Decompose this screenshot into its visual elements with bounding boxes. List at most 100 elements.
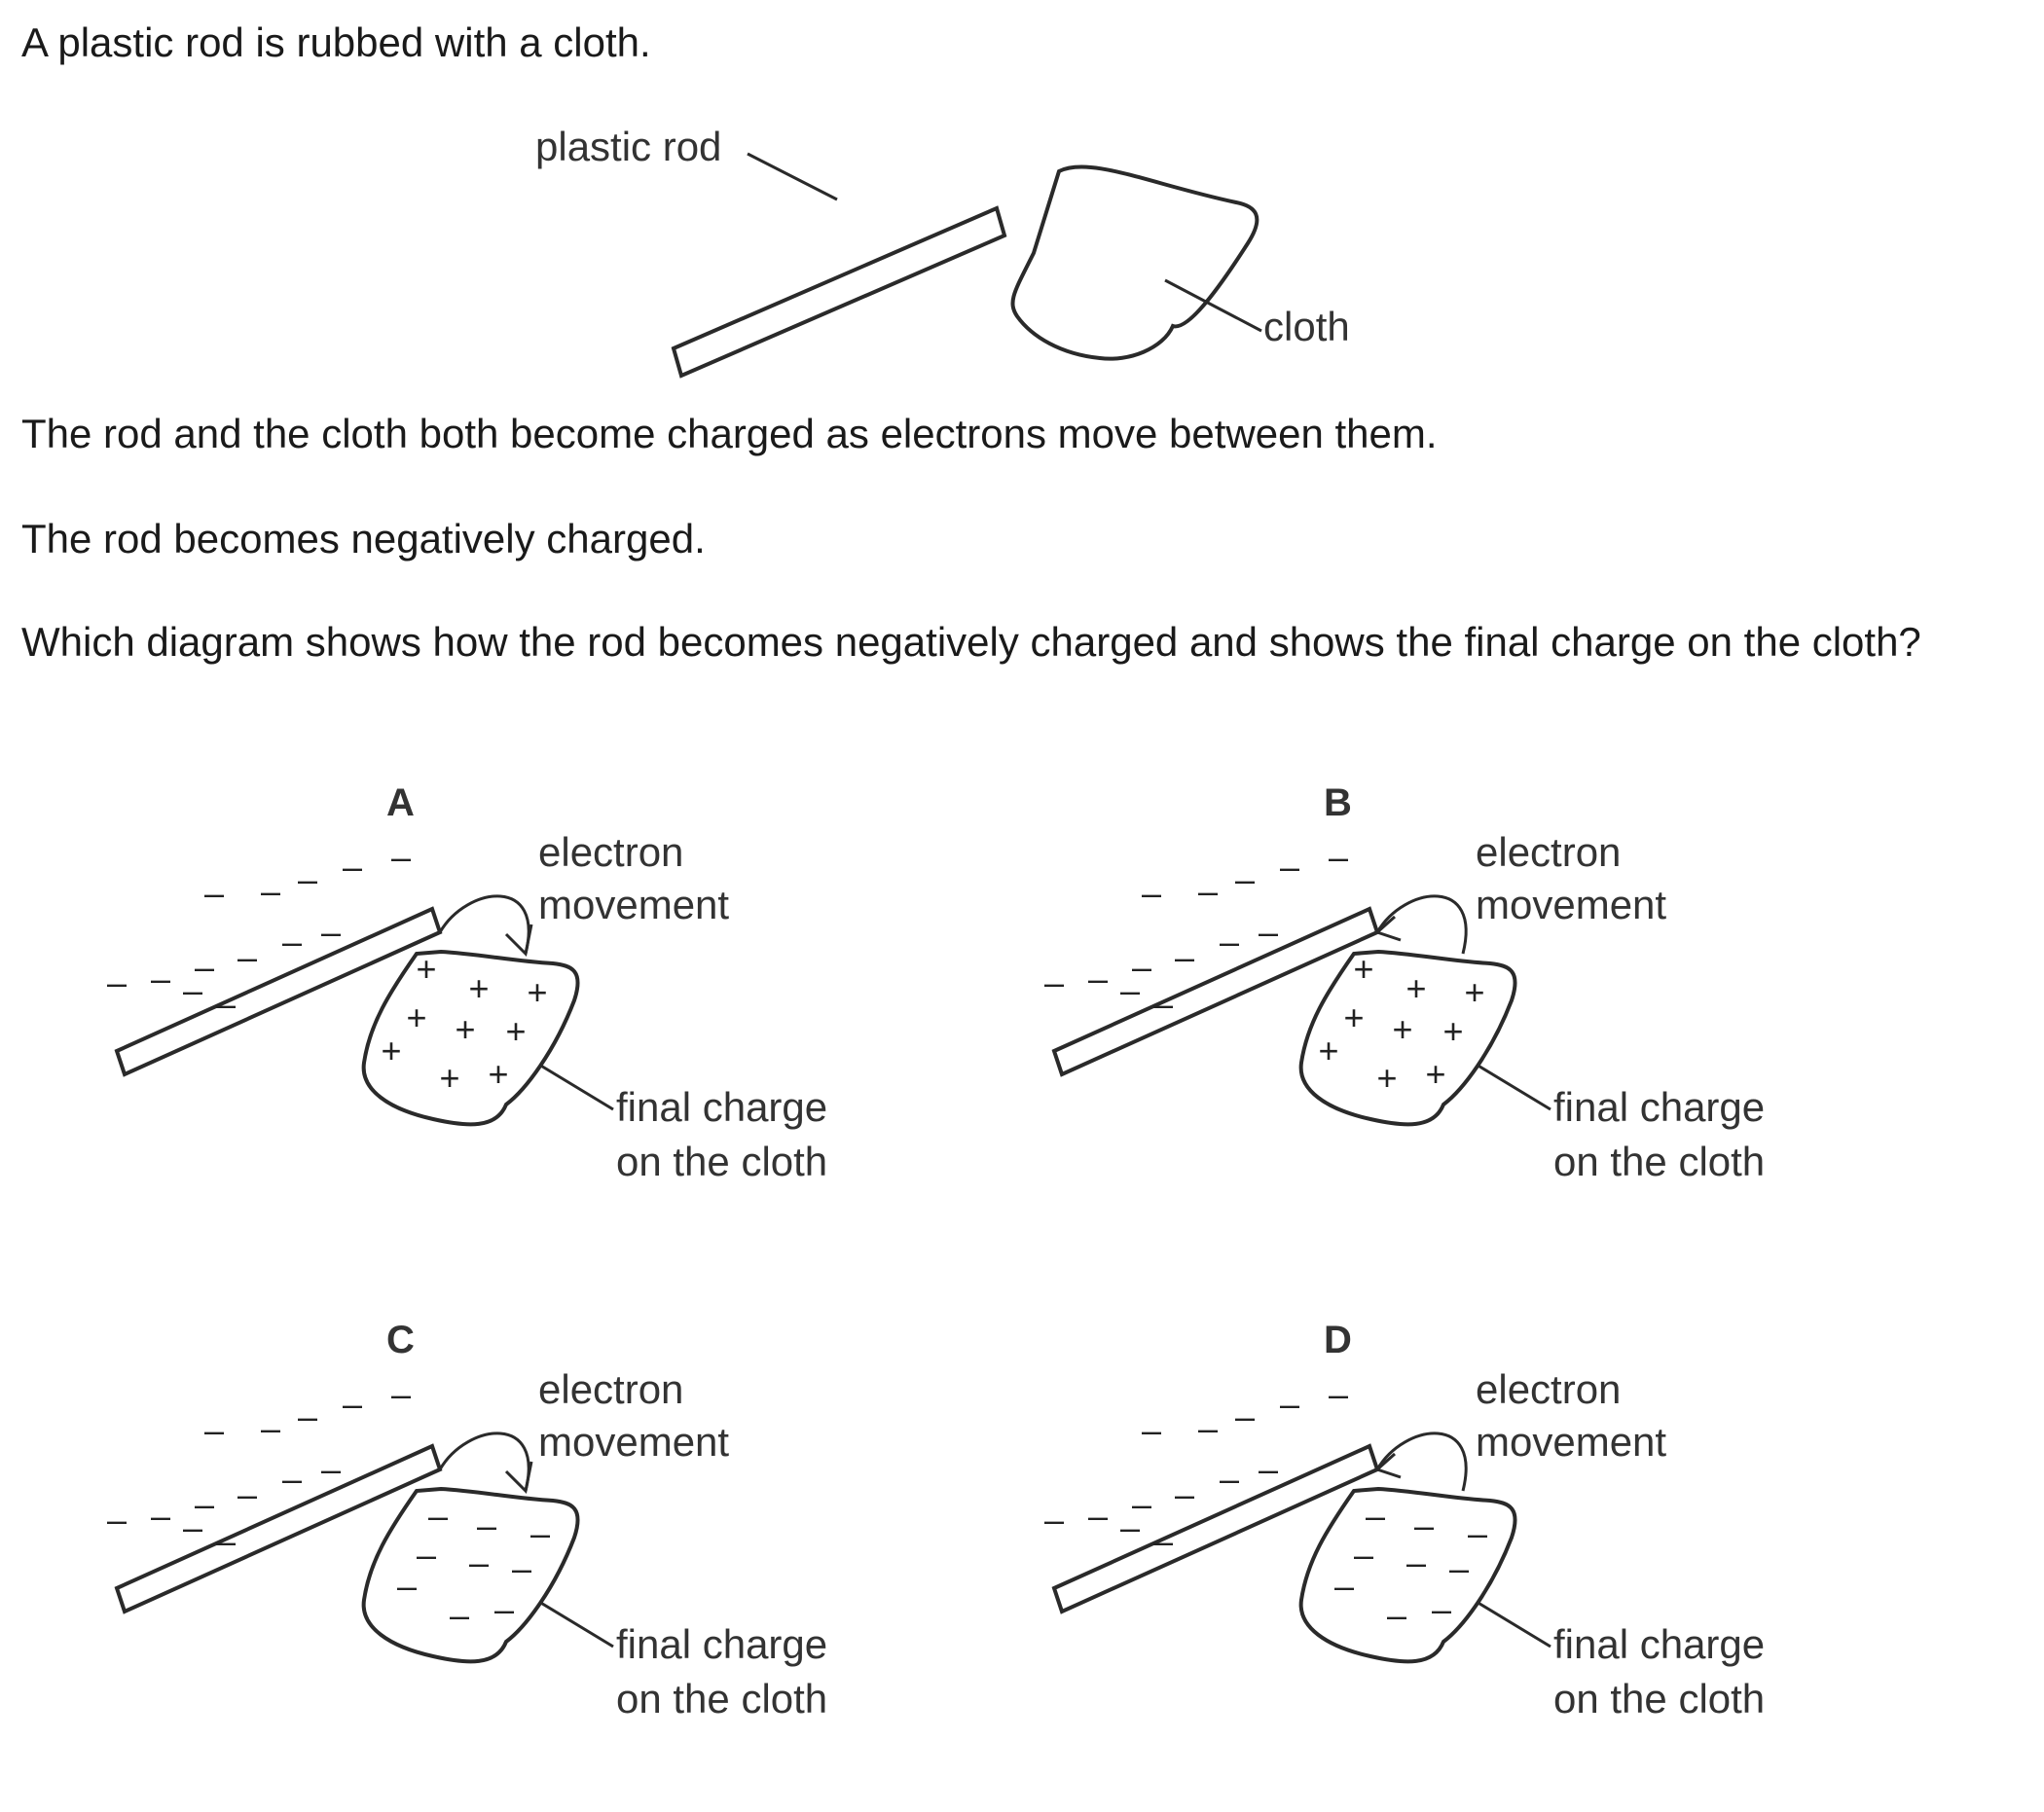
rod-charge-symbol: – [151,959,170,998]
arrow-head-icon [1374,1452,1402,1479]
electron-movement-label-line1: electron [1476,1366,1621,1412]
cloth-charge-symbol: + [406,997,426,1037]
rod-charge-symbol: – [298,1396,317,1436]
cloth-charge-symbol: + [1343,997,1364,1037]
cloth-charge-symbol: – [530,1513,550,1553]
cloth-charge-symbol: + [1405,968,1426,1008]
rod-charge-symbol: – [151,1496,170,1536]
cloth-charge-symbol: + [1318,1031,1338,1070]
rod-charge-symbol: – [1044,1500,1064,1540]
rod-charge-symbol: – [1044,962,1064,1002]
rod-charge-symbol: – [1120,970,1140,1010]
electron-movement-label-line1: electron [538,1366,683,1412]
rod-charge-symbol: – [391,837,411,877]
rod-charge-symbol: – [391,1374,411,1414]
rod-charge-symbol: – [1175,937,1194,977]
rod-charge-symbol: – [1088,1496,1108,1536]
rod-charge-symbol: – [1088,959,1108,998]
rod-charge-symbol: – [1142,1410,1161,1450]
rod-charge-symbol: – [1132,1484,1151,1524]
cloth-charge-symbol: + [416,949,436,989]
cloth-charges: ––––––––– [397,1496,550,1635]
cloth-shape [361,949,580,1127]
final-charge-label-line2: on the cloth [616,1676,827,1721]
cloth-charge-symbol: – [450,1595,469,1635]
electron-movement-label-line2: movement [1476,882,1666,927]
cloth-charge-symbol: – [469,1542,489,1582]
electron-movement-label-line1: electron [1476,829,1621,875]
rod-charge-symbol: – [343,1384,362,1424]
final-charge-label-line1: final charge [1553,1084,1765,1130]
intro-text: A plastic rod is rubbed with a cloth. [21,19,651,65]
electron-movement-label-line2: movement [1476,1419,1666,1465]
cloth-charge-symbol: + [1464,972,1484,1012]
rod-charge-symbol: – [1329,1374,1348,1414]
rod-charge-symbol: – [183,970,202,1010]
electron-movement-arrow [1375,1431,1468,1492]
final-charge-label-line1: final charge [616,1084,827,1130]
final-charge-label-line2: on the cloth [1553,1139,1765,1184]
option-letter: A [386,781,415,824]
cloth-charge-symbol: + [468,968,489,1008]
cloth-charge-symbol: + [1425,1054,1445,1094]
cloth-charge-symbol: + [527,972,547,1012]
rod-charge-symbol: – [195,1484,214,1524]
charge-leader-line [1476,1600,1551,1649]
cloth-charge-symbol: – [1354,1535,1373,1575]
rod-charge-symbol: – [321,1449,341,1489]
rod-charge-symbol: – [237,937,257,977]
cloth-shape [1298,949,1517,1127]
option-letter: C [386,1319,415,1361]
rod-charge-symbol: – [1235,1396,1255,1436]
cloth-label: cloth [1263,304,1350,349]
rod-charge-symbol: – [216,1521,236,1561]
rod-charge-symbol: – [216,984,236,1024]
rod-charge-symbol: – [1153,1521,1173,1561]
rod-charge-symbol: – [204,873,224,913]
option-letter: D [1324,1319,1352,1361]
rod-charge-symbol: – [1235,859,1255,899]
rod-charges: ––––––––––––– [1044,1374,1348,1561]
rod-charge-symbol: – [343,847,362,887]
cloth-charge-symbol: – [512,1548,531,1588]
charge-leader-line [1476,1063,1551,1111]
cloth-charges: +++++++++ [1318,949,1484,1098]
final-charge-label-line1: final charge [1553,1621,1765,1667]
final-charge-label-line2: on the cloth [616,1139,827,1184]
rod-charge-symbol: – [1259,1449,1278,1489]
arrow-head-icon [1374,915,1402,942]
plastic-rod [671,205,1007,379]
cloth-charge-symbol: + [1353,949,1373,989]
rod-label: plastic rod [535,124,721,169]
rod-charges: ––––––––––––– [107,837,411,1024]
question-text: Which diagram shows how the rod becomes … [21,619,1921,665]
rod-charge-symbol: – [1329,837,1348,877]
cloth-charges: +++++++++ [381,949,547,1098]
cloth-charge-symbol: – [1334,1566,1354,1606]
cloth-shape [1298,1486,1517,1664]
cloth-charge-symbol: – [1406,1542,1426,1582]
cloth-charge-symbol: – [1387,1595,1406,1635]
cloth-shape [361,1486,580,1664]
cloth-charge-symbol: – [1468,1513,1487,1553]
rod-charges: ––––––––––––– [1044,837,1348,1024]
electron-movement-arrow [1375,894,1468,955]
cloth-charge-symbol: – [417,1535,436,1575]
rod-charge-symbol: – [282,1459,302,1499]
rod-charge-symbol: – [1153,984,1173,1024]
rod-charge-symbol: – [1198,871,1218,911]
electron-movement-label-line2: movement [538,1419,729,1465]
rod-charge-symbol: – [1220,1459,1239,1499]
rod-charge-symbol: – [195,947,214,987]
rod-charge-symbol: – [1120,1507,1140,1547]
cloth-charge-symbol: – [1432,1589,1451,1629]
rod-charge-symbol: – [107,962,127,1002]
rod-charge-symbol: – [282,922,302,961]
electron-movement-arrow [438,894,530,955]
rod-charge-symbol: – [298,859,317,899]
rod-charge-symbol: – [1220,922,1239,961]
